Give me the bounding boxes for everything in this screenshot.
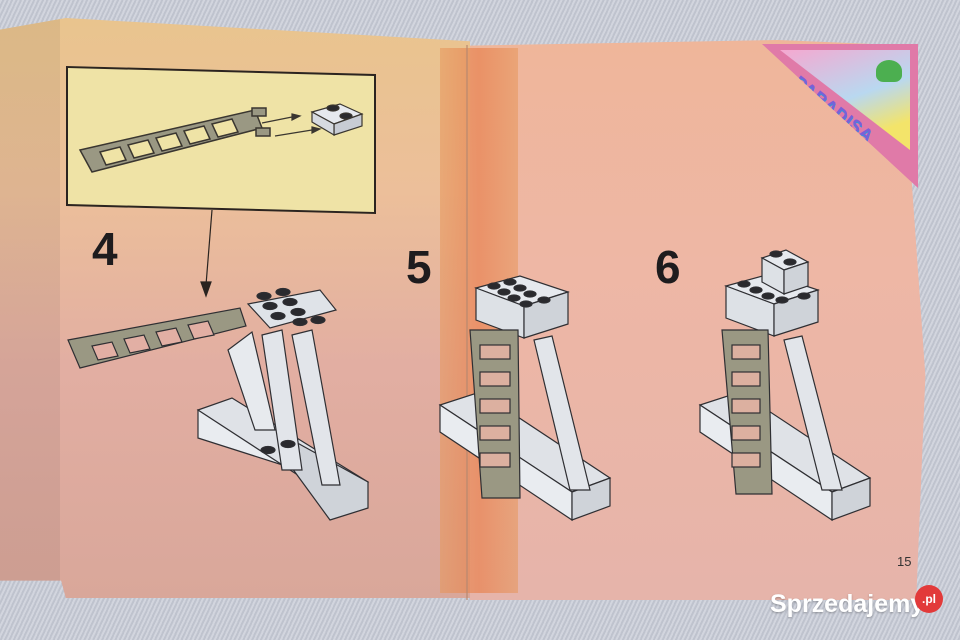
page-tear — [466, 45, 468, 600]
step-4-model — [67, 287, 370, 521]
watermark-text: Sprzedajemy — [770, 590, 925, 618]
step-6-model — [698, 249, 872, 522]
arrow-icon — [261, 113, 322, 137]
step-number-5: 5 — [406, 241, 432, 293]
page-number: 15 — [897, 554, 912, 569]
step-number-6: 6 — [655, 241, 681, 293]
callout-ladder-icon — [78, 107, 271, 173]
step-5-model — [438, 275, 612, 522]
arrow-down-icon — [200, 209, 213, 298]
palm-tree-icon — [876, 60, 902, 82]
watermark-badge: .pl — [915, 585, 943, 613]
callout-plate-icon — [310, 103, 364, 137]
step-number-4: 4 — [92, 223, 118, 275]
